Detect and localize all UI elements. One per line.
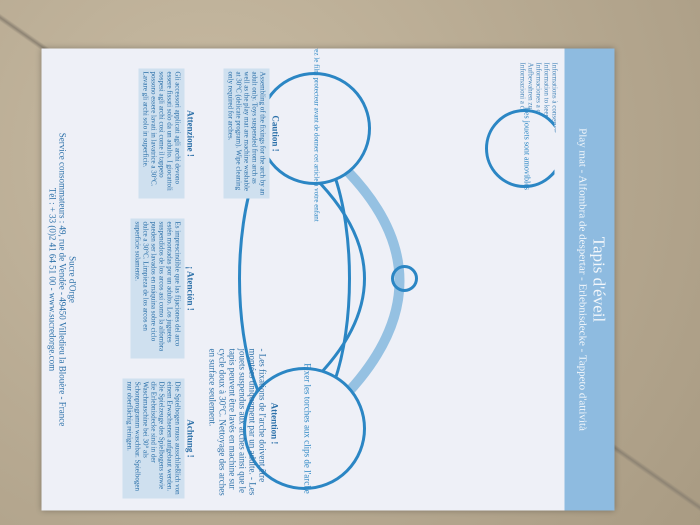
title: Tapis d'éveil [589,236,609,323]
brand-name: Sucre d'Orge [67,256,78,303]
attenzione-heading: Attenzione ! [185,110,196,157]
instruction-sheet: Tapis d'éveil Play mat - Alfombra de des… [41,48,615,511]
footer: Sucre d'Orge Service consommateurs : 49,… [48,49,78,511]
address: Service consommateurs : 49, rue de Vendé… [57,132,68,427]
attention-heading: Attention ! [269,402,280,445]
attenzione-text: Gli accessori applicati agli archi devon… [138,68,185,199]
achtung-text: Die Spielbogen muss ausschließlich von e… [122,378,185,499]
callout-text-top-left: Fixer les torches aux clips de l'arche [303,363,313,494]
achtung-section: Achtung ! Die Spielbogen muss ausschließ… [122,378,196,499]
caution-text: Assembling of the fixings for the arch b… [223,68,270,199]
callout-circle-top-left [243,367,366,490]
achtung-heading: Achtung ! [185,419,196,458]
attenzione-section: Attenzione ! Gli accessori applicati agl… [138,68,196,199]
caution-section: Caution ! Assembling of the fixings for … [223,68,281,199]
title-band: Tapis d'éveil Play mat - Alfombra de des… [564,48,615,511]
atencion-heading: ¡ Atención ! [185,266,196,311]
callout-circle-right [485,109,555,188]
contact: Tél : + 33 (0)2 41 64 51 00 - www.sucred… [47,187,58,372]
callout-text-right: Les jouets sont amovibles [523,107,532,190]
atencion-text: Es imprescindible que las fijaciones del… [130,218,185,359]
caution-heading: Caution ! [270,115,281,152]
callout-text-bottom-left: Retirez le film protecteur avant de donn… [313,49,321,222]
atencion-section: ¡ Atención ! Es imprescindible que las f… [130,218,196,359]
ball-toy [391,265,418,292]
subtitle: Play mat - Alfombra de despertar - Erleb… [576,128,589,431]
play-mat-diagram: Fixer les torches aux clips de l'arche R… [238,49,555,494]
attention-text: - Les fixations de l'arche doivent être … [207,348,268,496]
attention-section: Attention ! - Les fixations de l'arche d… [208,349,280,499]
